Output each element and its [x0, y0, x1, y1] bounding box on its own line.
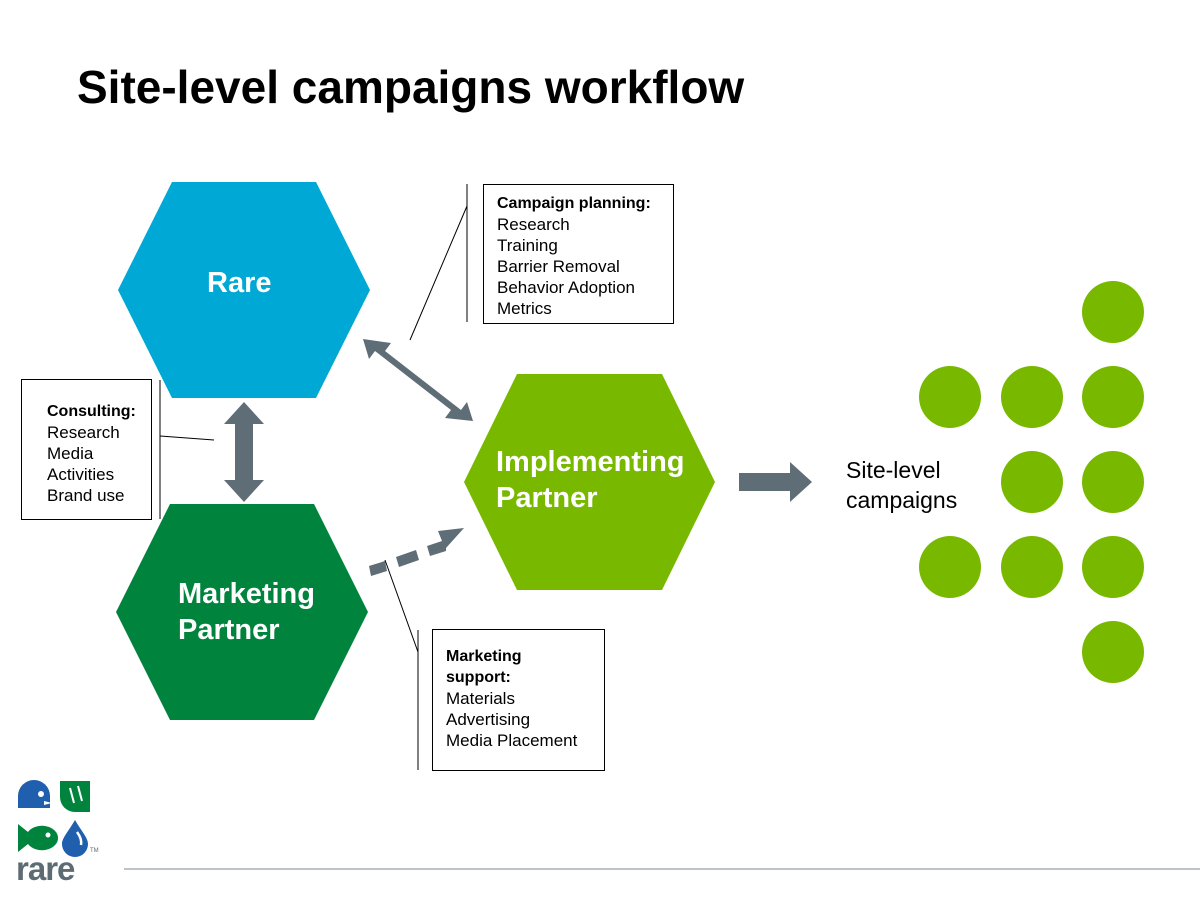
site-label-line: campaigns: [846, 487, 958, 513]
campaign-dot: [1001, 366, 1063, 428]
fish-head-icon: [18, 780, 52, 808]
consulting-callout-leader: [159, 380, 215, 519]
fish-icon: [18, 824, 59, 852]
rare-logo-trademark: TM: [90, 848, 99, 854]
consulting-callout: Consulting: Research Media Activities Br…: [21, 379, 152, 520]
output-arrow: [739, 462, 812, 502]
marketing-partner-hexagon[interactable]: [116, 504, 368, 720]
rare-node-label-line: Rare: [207, 267, 272, 299]
callout-item: Barrier Removal: [497, 257, 620, 276]
marketing-node-label: Marketing Partner: [178, 576, 315, 648]
site-level-campaigns-label: Site-level campaigns: [846, 455, 996, 515]
campaign-dot: [1001, 536, 1063, 598]
callout-item: Research: [47, 423, 120, 442]
callout-item: Materials: [446, 689, 515, 708]
marketing-callout-leader: [384, 559, 419, 770]
campaign-planning-callout: Campaign planning: Research Training Bar…: [483, 184, 674, 324]
rare-logo-wordmark: rare: [16, 850, 75, 887]
campaign-dots: [919, 281, 1144, 683]
campaign-dot: [1082, 366, 1144, 428]
callout-title: Marketing: [446, 648, 522, 665]
marketing-support-callout: Marketing support: Materials Advertising…: [432, 629, 605, 771]
campaign-dot: [919, 366, 981, 428]
callout-item: Training: [497, 236, 558, 255]
rare-implementing-double-arrow: [363, 339, 473, 421]
rare-node-label: Rare: [207, 265, 272, 301]
marketing-node-label-line: Marketing: [178, 578, 315, 610]
campaign-dot: [1082, 451, 1144, 513]
campaign-dot: [1082, 536, 1144, 598]
callout-item: Brand use: [47, 486, 125, 505]
implementing-node-label: Implementing Partner: [496, 444, 685, 516]
callout-item: Metrics: [497, 299, 552, 318]
implementing-partner-hexagon[interactable]: [464, 374, 715, 590]
implementing-node-label-line: Implementing: [496, 446, 685, 478]
marketing-implementing-dashed-arrow: [369, 528, 464, 576]
rare-hexagon[interactable]: [118, 182, 370, 398]
campaign-dot: [1001, 451, 1063, 513]
campaign-dot: [1082, 621, 1144, 683]
callout-item: Research: [497, 215, 570, 234]
slide-title: Site-level campaigns workflow: [77, 61, 745, 113]
callout-title: Consulting:: [47, 403, 136, 420]
callout-item: Behavior Adoption: [497, 278, 635, 297]
campaign-dot: [1082, 281, 1144, 343]
marketing-node-label-line: Partner: [178, 614, 280, 646]
site-label-line: Site-level: [846, 457, 941, 483]
callout-item: Activities: [47, 465, 115, 484]
callout-title: support:: [446, 669, 511, 686]
rare-marketing-double-arrow: [224, 402, 264, 502]
rare-logo-icons: [18, 780, 90, 857]
leaf-icon: [60, 781, 90, 812]
campaign-dot: [919, 536, 981, 598]
water-drop-icon: [62, 820, 88, 857]
campaign-callout-leader: [409, 184, 468, 341]
callout-title: Campaign planning:: [497, 195, 651, 212]
implementing-node-label-line: Partner: [496, 482, 598, 514]
callout-item: Media: [47, 444, 94, 463]
callout-item: Media Placement: [446, 731, 578, 750]
callout-item: Advertising: [446, 710, 531, 729]
